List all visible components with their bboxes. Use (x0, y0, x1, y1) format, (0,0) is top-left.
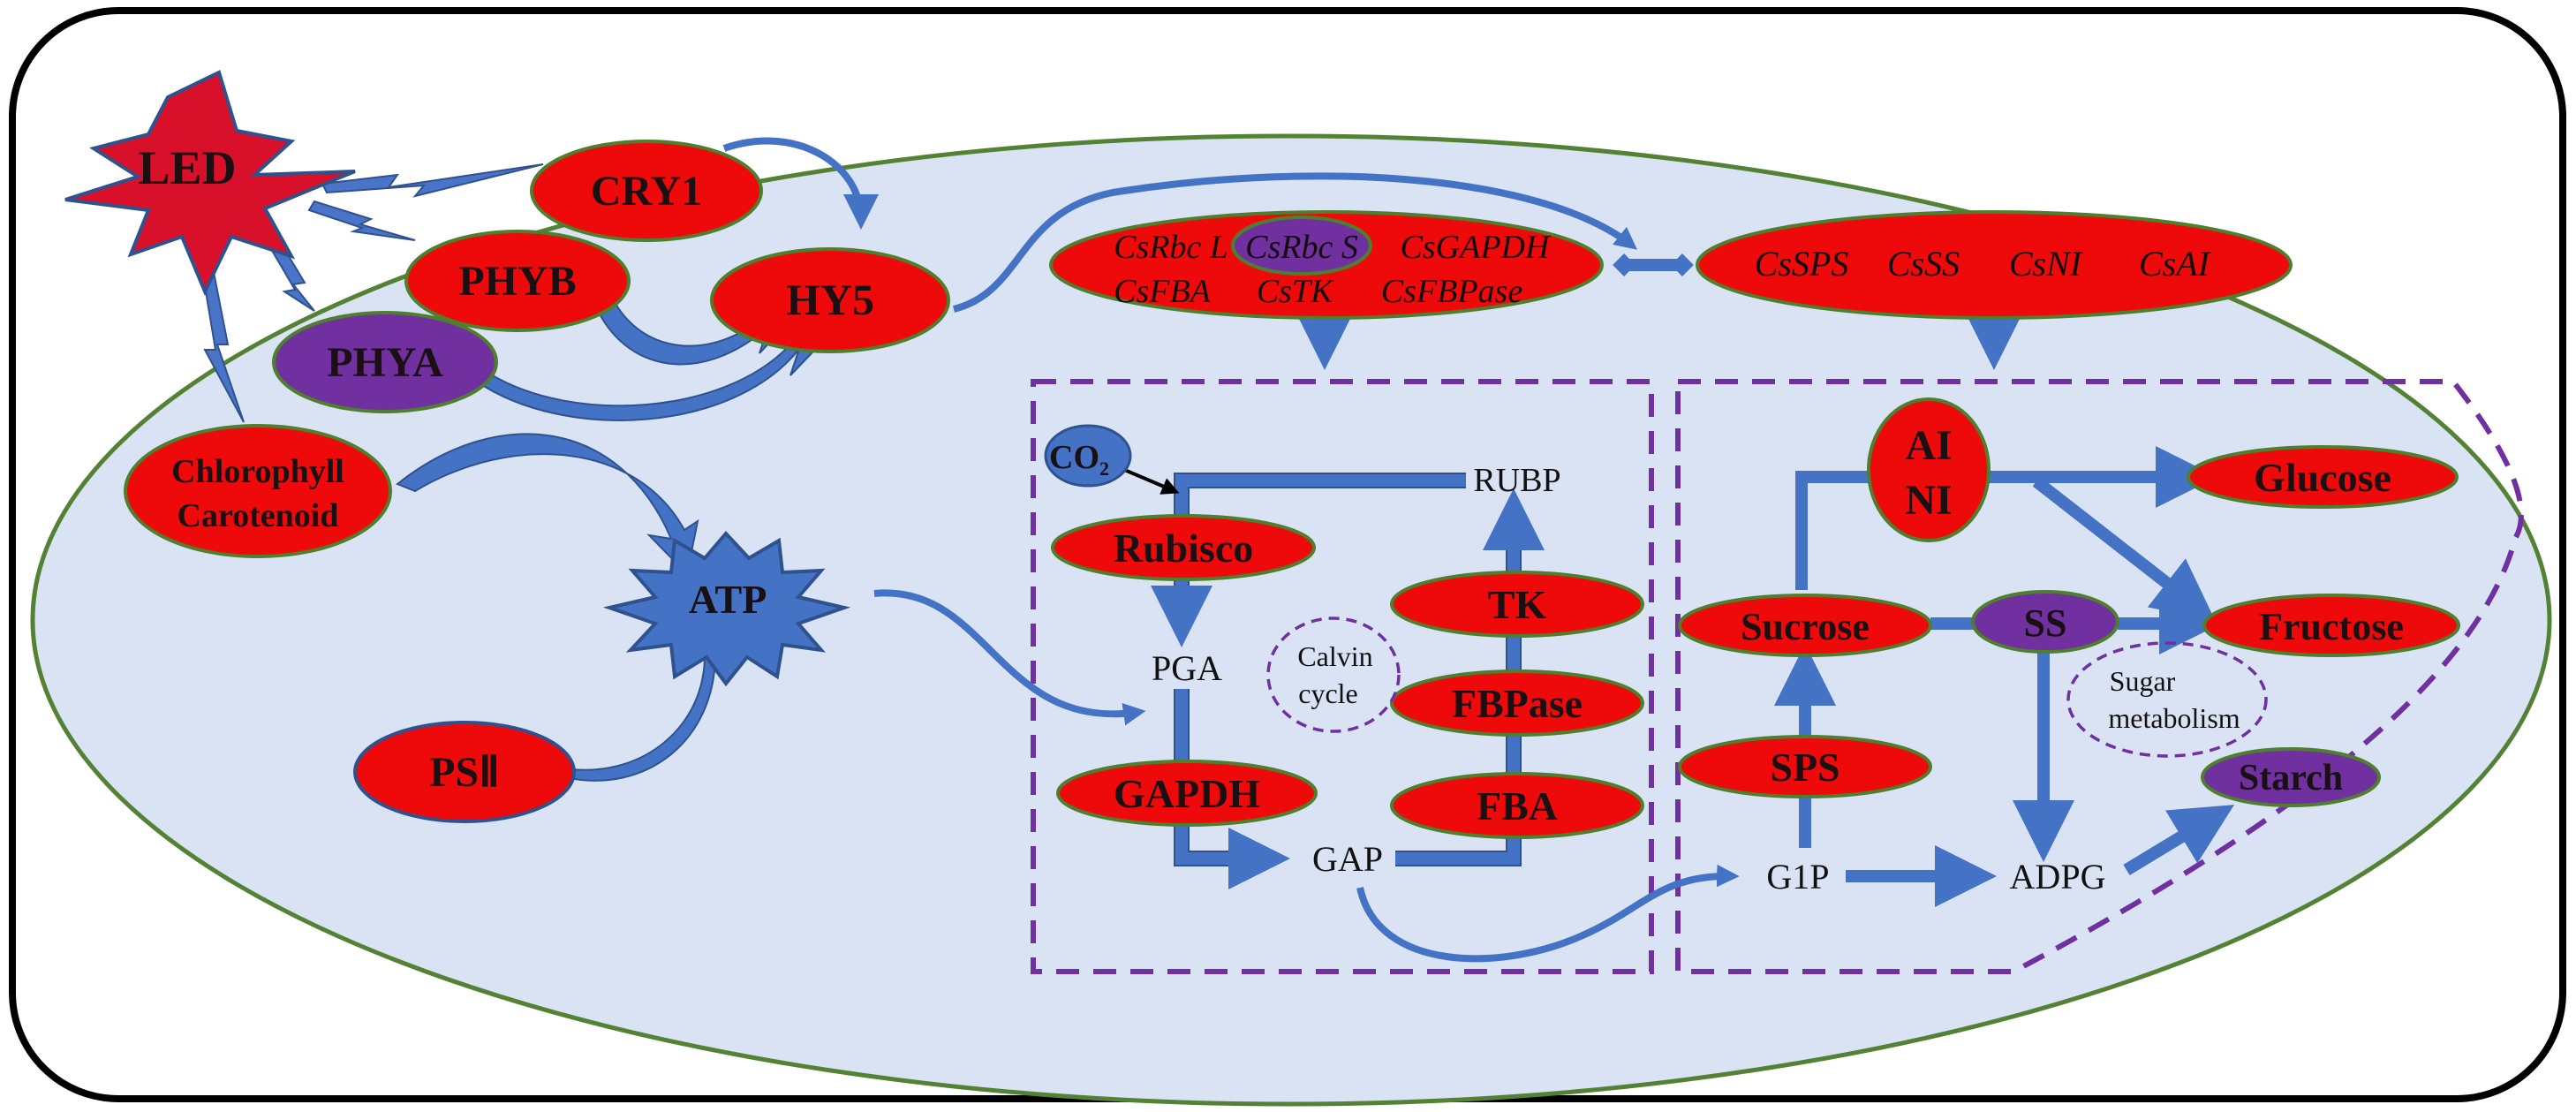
cell-ellipse (30, 133, 2552, 1107)
sugar-metabolism-circle (2066, 641, 2268, 758)
gene-csgapdh: CsGAPDH (1401, 229, 1552, 266)
fbpase-label: FBPase (1452, 681, 1583, 726)
arrow-gene-groups-link (1613, 253, 1694, 276)
calvin-cycle-box (1031, 379, 1654, 974)
phya-label: PHYA (327, 339, 443, 386)
sps-node (1678, 735, 1932, 798)
rubisco-node (1051, 514, 1316, 581)
atp-burst (602, 530, 851, 687)
ss-label: SS (2024, 601, 2067, 645)
gapdh-label: GAPDH (1114, 771, 1260, 816)
co2-label: CO2 (1049, 439, 1109, 480)
gapdh-node (1056, 760, 1318, 827)
sugar-metabolism-label-line2: metabolism (2108, 702, 2240, 734)
cry1-label: CRY1 (591, 168, 702, 215)
arrow-hy5-genes (953, 172, 1638, 313)
led-star (64, 70, 356, 296)
sugar-genes-node (1696, 210, 2293, 320)
gene-csrbcl: CsRbc L (1114, 229, 1228, 266)
flow-adpg-starch (2123, 805, 2234, 875)
sucrose-label: Sucrose (1741, 605, 1870, 648)
starch-label: Starch (2239, 758, 2343, 798)
sps-label: SPS (1770, 745, 1839, 790)
ai-ni-node (1867, 397, 1991, 542)
flow-ai-fructose (2032, 476, 2216, 621)
hy5-label: HY5 (786, 275, 874, 324)
atp-label: ATP (689, 577, 767, 622)
sugar-metabolism-label-line1: Sugar (2110, 665, 2176, 697)
arrow-gap-g1p (1356, 864, 1740, 963)
glucose-node (2187, 445, 2459, 509)
g1p-label: G1P (1766, 857, 1829, 896)
pga-label: PGA (1152, 648, 1222, 688)
gene-cstk: CsTK (1257, 273, 1334, 310)
tk-node (1390, 571, 1644, 638)
glucose-label: Glucose (2254, 455, 2391, 500)
starch-node (2201, 747, 2381, 807)
fructose-node (2202, 594, 2460, 657)
phya-node (272, 311, 498, 413)
co2-text: CO (1049, 439, 1099, 476)
co2-subscript: 2 (1099, 458, 1109, 480)
led-label: LED (138, 141, 236, 194)
tk-label: TK (1488, 582, 1547, 627)
fba-node (1390, 772, 1644, 839)
gene-csni: CsNI (2009, 244, 2083, 284)
sugar-metabolism-box (1675, 379, 2524, 974)
csrbcs-highlight (1231, 216, 1372, 276)
rubp-label: RUBP (1473, 462, 1560, 499)
psii-label: PSⅡ (429, 749, 500, 796)
ss-node (1971, 590, 2119, 654)
ai-label: AI (1905, 422, 1952, 469)
sugar-flows (1774, 446, 2234, 907)
gene-csss: CsSS (1887, 244, 1960, 284)
gap-label: GAP (1312, 839, 1383, 879)
fbpase-node (1390, 669, 1644, 737)
gene-csrbcs: CsRbc S (1245, 229, 1358, 266)
phyb-node (404, 230, 631, 332)
calvin-cycle-label-line1: Calvin (1297, 640, 1372, 672)
co2-node (1044, 424, 1132, 488)
bolt-to-phyb (307, 200, 416, 241)
fructose-label: Fructose (2259, 605, 2404, 648)
bolt-to-cry1 (321, 163, 544, 198)
gene-csfba: CsFBA (1114, 273, 1212, 310)
gene-csai: CsAI (2139, 244, 2211, 284)
psii-node (353, 721, 576, 823)
arrow-cry1-hy5 (722, 137, 879, 230)
pigments-label-line1: Chlorophyll (171, 453, 344, 490)
adpg-label: ADPG (2010, 857, 2106, 896)
sucrose-node (1678, 594, 1932, 657)
pigments-node (124, 424, 392, 558)
flow-sucrose-ai (1795, 471, 1870, 590)
fba-label: FBA (1477, 783, 1558, 828)
flow-pga-gap-fill (1175, 689, 1290, 889)
rubisco-label: Rubisco (1114, 526, 1253, 571)
cry1-node (530, 140, 763, 242)
hy5-node (710, 247, 950, 353)
calvin-cycle-label-line2: cycle (1298, 677, 1358, 709)
ni-label: NI (1905, 477, 1952, 524)
calvin-cycle-circle (1266, 617, 1401, 733)
phyb-label: PHYB (458, 258, 576, 305)
gene-cssps: CsSPS (1755, 244, 1849, 284)
arrow-atp-pga (873, 589, 1146, 726)
pigments-label-line2: Carotenoid (178, 497, 339, 534)
gene-csfbpase: CsFBPase (1381, 273, 1523, 310)
